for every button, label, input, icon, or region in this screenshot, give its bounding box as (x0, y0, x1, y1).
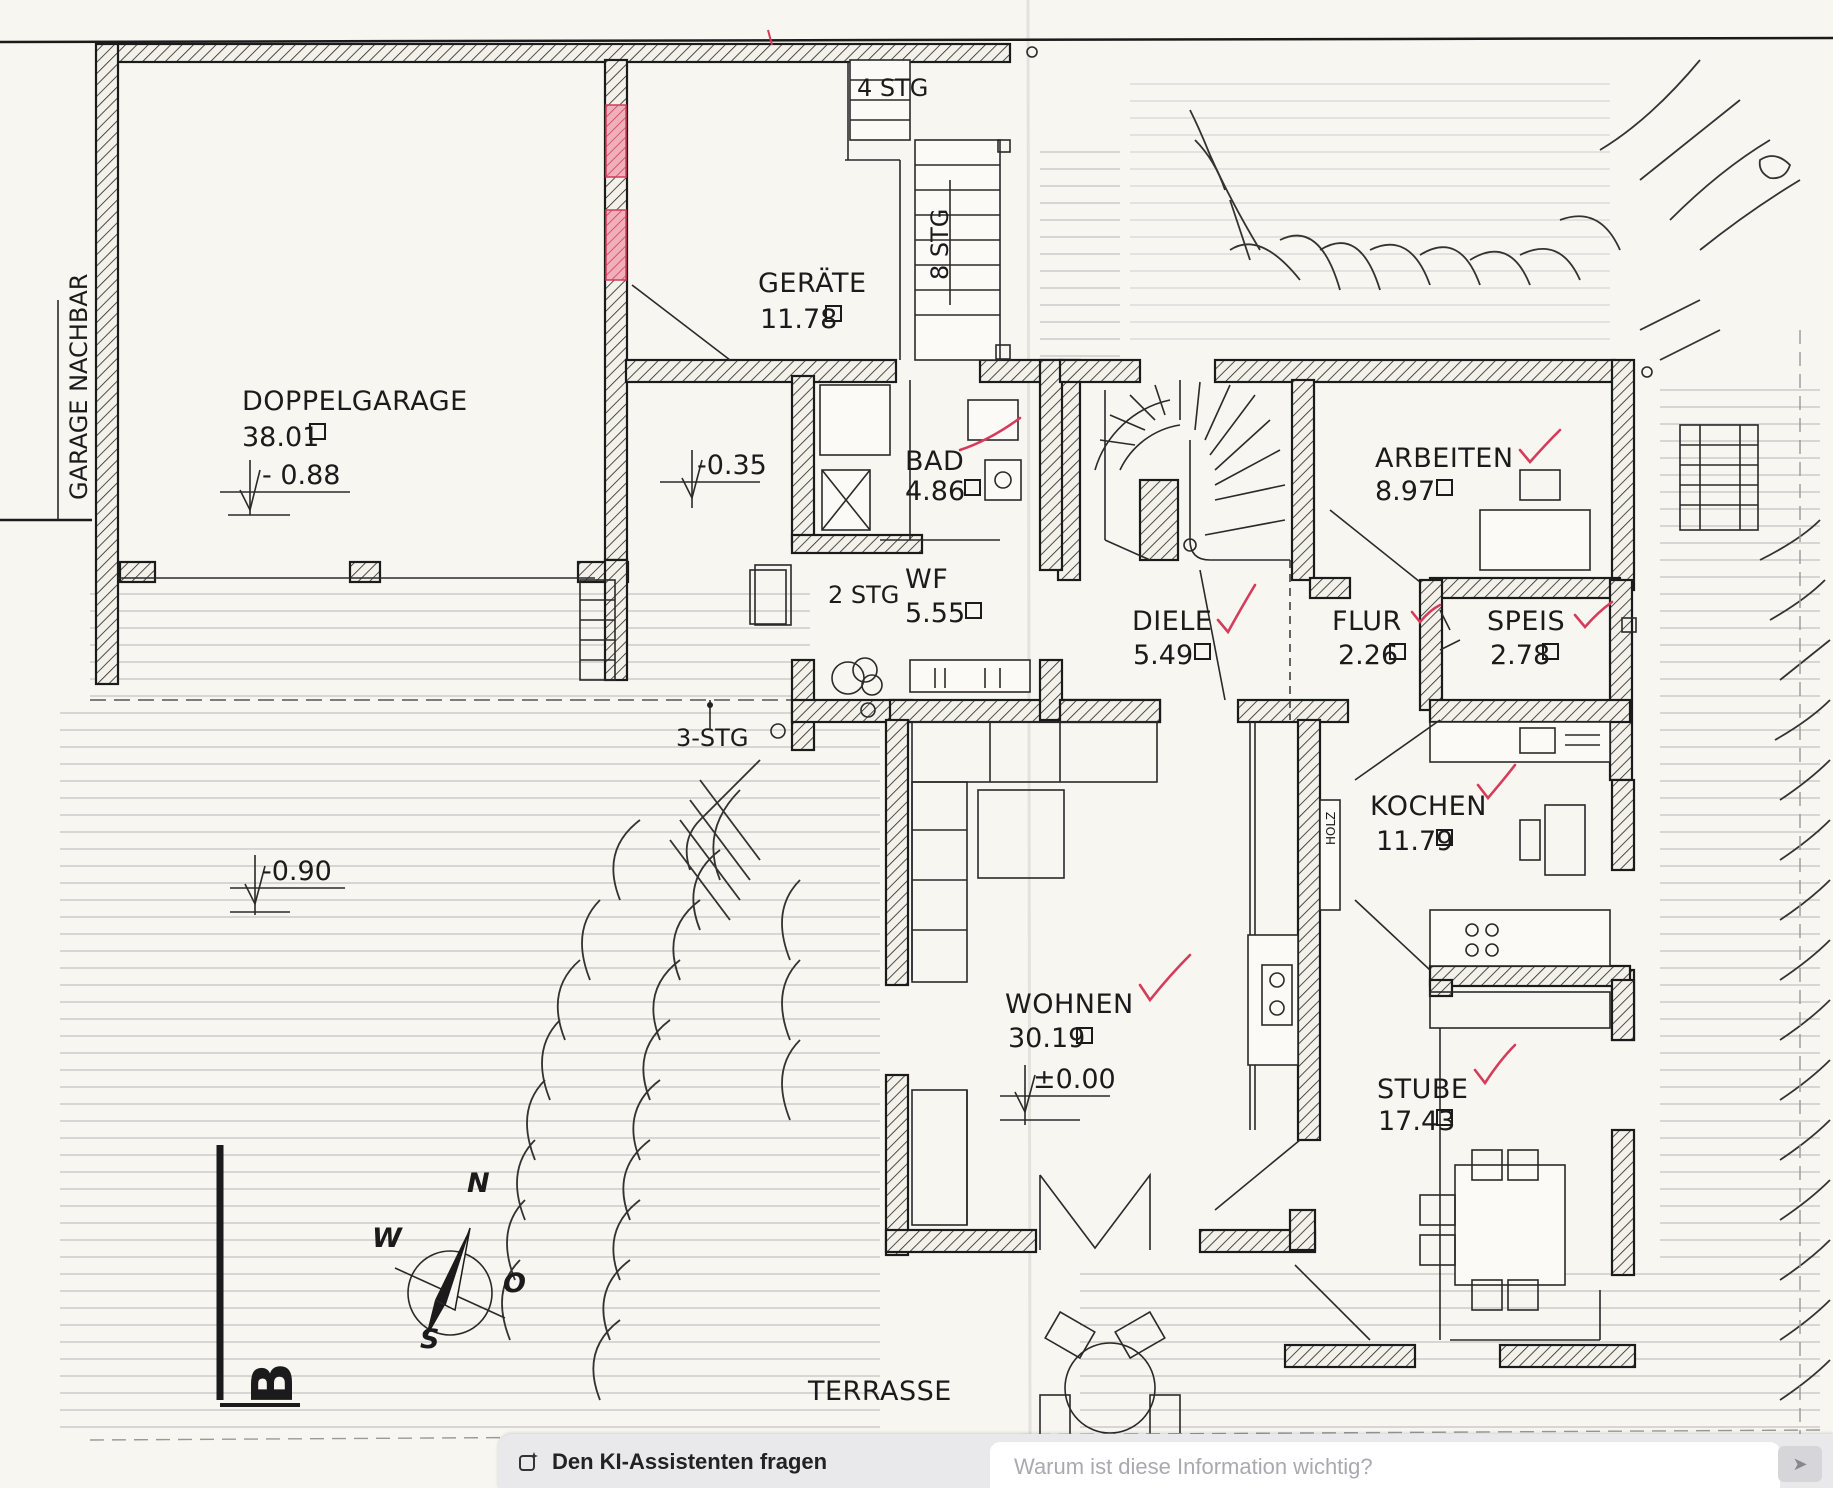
vegetation (501, 59, 1831, 1401)
diele-walls (1058, 358, 1617, 724)
kochen-walls (1296, 718, 1636, 1142)
compass-s: S (420, 1324, 440, 1355)
room-bad-area: 4.86 (905, 476, 965, 507)
room-geraete-name: GERÄTE (758, 267, 867, 299)
stairs-2-label: 2 STG (828, 581, 899, 609)
room-kochen-area: 11.79 (1376, 826, 1453, 857)
stairs-3-label: 3-STG (676, 724, 748, 752)
level-garage: - 0.88 (262, 460, 340, 491)
yard-hatching (60, 80, 1820, 1440)
garage-walls (94, 42, 1012, 686)
room-wf-area: 5.55 (905, 598, 965, 629)
compass-w: W (372, 1223, 403, 1254)
holz-label: HOLZ (1324, 812, 1338, 845)
room-speis-name: SPEIS (1487, 606, 1565, 637)
check-mark (1518, 428, 1562, 464)
check-mark (1216, 583, 1257, 635)
send-icon[interactable]: ➤ (1778, 1446, 1822, 1482)
compass-n: N (467, 1168, 490, 1199)
room-flur-name: FLUR (1332, 606, 1402, 637)
room-wohnen-area: 30.19 (1008, 1023, 1085, 1054)
ai-assistant-bar: Den KI-Assistenten fragen ➤ (498, 1434, 1833, 1488)
ask-ai-assistant-label: Den KI-Assistenten fragen (552, 1449, 828, 1474)
ask-ai-assistant-button[interactable]: Den KI-Assistenten fragen (518, 1442, 827, 1482)
level-yard: -0.90 (262, 856, 332, 887)
geraete-walls (603, 358, 1082, 682)
stairs-4-8 (845, 59, 1011, 361)
level-marker-wohnen (1000, 1065, 1110, 1125)
check-mark (1410, 603, 1442, 625)
room-wohnen-name: WOHNEN (1005, 989, 1134, 1020)
level-marker-yard (230, 855, 345, 915)
check-mark (1476, 763, 1517, 801)
room-arbeiten-area: 8.97 (1375, 476, 1435, 507)
section-marker (216, 1145, 300, 1407)
room-flur-area: 2.26 (1338, 640, 1398, 671)
stube-walls (1283, 978, 1637, 1369)
room-stube-area: 17.43 (1378, 1106, 1455, 1137)
check-mark (1473, 1043, 1517, 1086)
room-diele-area: 5.49 (1133, 640, 1193, 671)
ai-question-input[interactable] (990, 1442, 1780, 1488)
check-mark (958, 416, 1022, 452)
room-speis-area: 2.78 (1490, 640, 1550, 671)
level-wohnen: ±0.00 (1033, 1064, 1116, 1095)
spiral-stair (1094, 380, 1290, 561)
room-arbeiten-name: ARBEITEN (1375, 443, 1514, 474)
room-doppelgarage-name: DOPPELGARAGE (242, 386, 468, 417)
room-wf-name: WF (905, 564, 948, 595)
check-mark (1573, 600, 1614, 630)
arbeiten-walls (1308, 358, 1636, 600)
wohnen-walls (884, 718, 1317, 1257)
compass-o: O (503, 1268, 526, 1299)
section-marker-label: B (241, 1362, 306, 1405)
flur-speis-walls (1418, 578, 1634, 782)
level-marker-geraete (660, 450, 760, 508)
check-mark (1138, 953, 1192, 1003)
room-bad-name: BAD (905, 446, 964, 477)
level-geraete: -0.35 (697, 450, 767, 481)
room-diele-name: DIELE (1132, 606, 1212, 637)
ai-sparkle-icon (518, 1451, 540, 1473)
room-doppelgarage-area: 38.01 (242, 422, 319, 453)
terrace-label: TERRASSE (807, 1376, 952, 1407)
stairs-8-label: 8 STG (926, 209, 954, 280)
room-kochen-name: KOCHEN (1370, 791, 1487, 822)
stairs-4-label: 4 STG (857, 74, 928, 102)
outer-steps (1679, 424, 1759, 531)
neighbor-garage-label: GARAGE NACHBAR (65, 274, 93, 500)
room-geraete-area: 11.78 (760, 304, 837, 335)
compass-icon (394, 1227, 506, 1340)
room-stube-name: STUBE (1377, 1074, 1468, 1105)
level-marker-garage (220, 460, 350, 516)
